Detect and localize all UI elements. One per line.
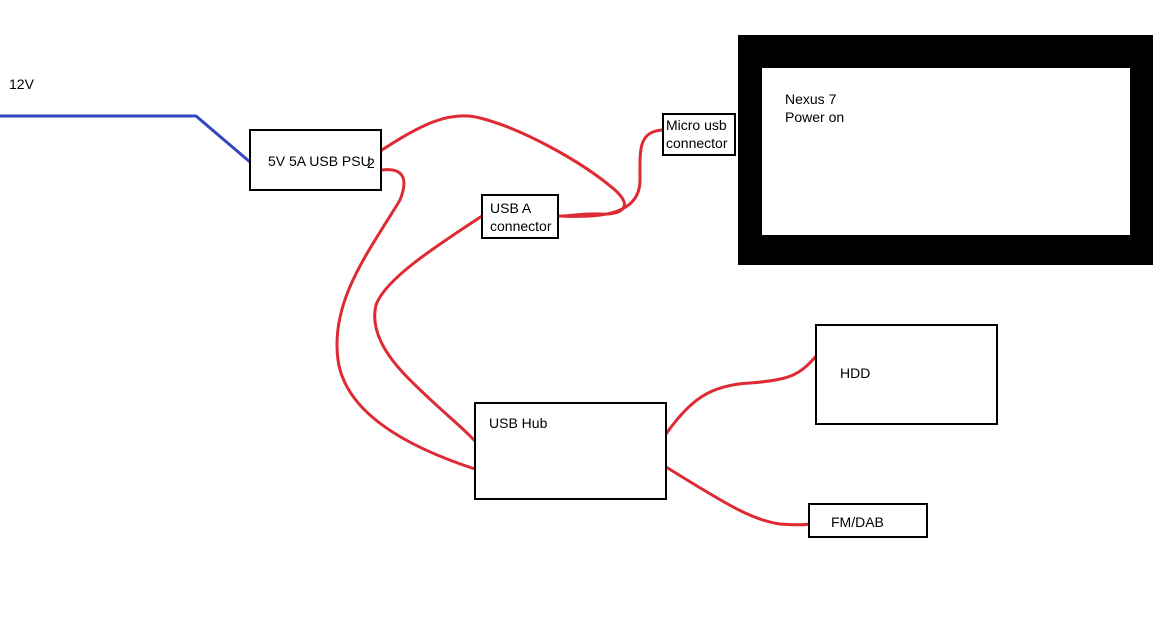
usb-hub-label: USB Hub <box>489 415 548 431</box>
nexus-label: Nexus 7 Power on <box>785 91 845 125</box>
micro-usb-connector-label: Micro usb connector <box>666 117 728 151</box>
cable-hub-to-hdd <box>664 353 819 436</box>
psu-label: 5V 5A USB PSU <box>268 153 371 169</box>
radio-box: FM/DAB <box>808 503 928 538</box>
input-voltage-label: 12V <box>9 76 34 92</box>
radio-label: FM/DAB <box>831 514 884 530</box>
wire-12v-input <box>0 114 252 164</box>
psu-box: 5V 5A USB PSU 2 <box>249 129 382 191</box>
nexus-7-tablet: Nexus 7 Power on <box>738 35 1153 265</box>
cable-usb-a-to-micro-usb <box>558 128 664 218</box>
cable-usb-a-to-hub <box>373 214 484 442</box>
micro-usb-connector-box: Micro usb connector <box>662 113 736 156</box>
hdd-label: HDD <box>840 365 871 381</box>
usb-hub-box: USB Hub <box>474 402 667 500</box>
cable-psu-to-usb-a <box>380 114 626 218</box>
usb-a-connector-label: USB A connector <box>490 200 552 234</box>
psu-port-label: 2 <box>367 155 375 171</box>
cable-psu-to-hub <box>335 168 480 472</box>
tablet-screen: Nexus 7 Power on <box>762 68 1130 235</box>
usb-a-connector-box: USB A connector <box>481 194 559 239</box>
hdd-box: HDD <box>815 324 998 425</box>
cable-hub-to-radio <box>664 465 811 527</box>
